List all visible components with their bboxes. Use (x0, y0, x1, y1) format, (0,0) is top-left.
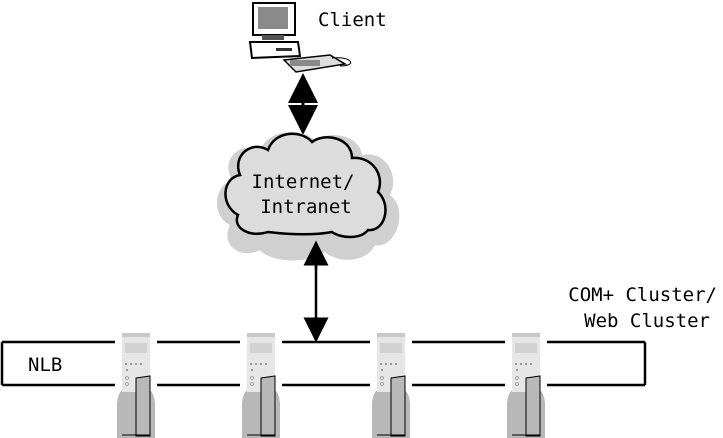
server-tower-icon (505, 330, 547, 438)
nlb-label: NLB (28, 354, 62, 376)
client-computer-icon (248, 2, 352, 73)
cluster-label-line1: COM+ Cluster/ (568, 284, 717, 306)
server-tower-icon (240, 330, 282, 438)
server-tower-icon (115, 330, 157, 438)
cluster-label-line2: Web Cluster (584, 310, 710, 332)
network-label-line1: Internet/ (252, 171, 355, 193)
client-label: Client (318, 9, 387, 31)
nlb-band (0, 340, 647, 387)
network-label-line2: Intranet (260, 196, 352, 218)
server-tower-icon (370, 330, 412, 438)
cloud-icon (217, 131, 400, 261)
